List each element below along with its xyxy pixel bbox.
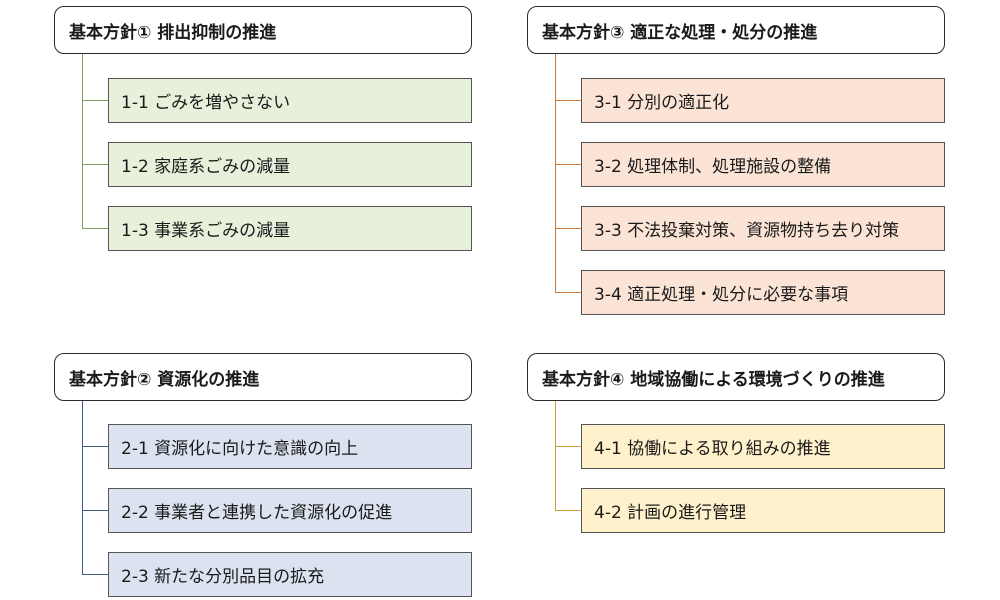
policy-2-item-2: 2-2 事業者と連携した資源化の促進 [108,488,472,533]
policy-3-item-1: 3-1 分別の適正化 [581,78,945,123]
connector-branch [82,228,108,229]
policy-3-item-4: 3-4 適正処理・処分に必要な事項 [581,270,945,315]
policy-4-item-2: 4-2 計画の進行管理 [581,488,945,533]
connector-branch [555,164,581,165]
policy-1-item-2: 1-2 家庭系ごみの減量 [108,142,472,187]
connector-branch [555,100,581,101]
policy-2-item-3: 2-3 新たな分別品目の拡充 [108,552,472,597]
connector-branch [82,446,108,447]
connector-vertical-policy-1 [82,54,83,228]
connector-vertical-policy-3 [555,54,556,292]
policy-2-item-1: 2-1 資源化に向けた意識の向上 [108,424,472,469]
policy-4-title: 基本方針④ 地域協働による環境づくりの推進 [527,353,945,401]
connector-branch [82,100,108,101]
policy-1-item-1: 1-1 ごみを増やさない [108,78,472,123]
policy-1-title: 基本方針① 排出抑制の推進 [54,6,472,54]
connector-branch [82,164,108,165]
connector-branch [82,574,108,575]
policy-2-title: 基本方針② 資源化の推進 [54,353,472,401]
connector-branch [555,228,581,229]
connector-branch [82,510,108,511]
connector-branch [555,510,581,511]
connector-vertical-policy-2 [82,401,83,574]
connector-branch [555,292,581,293]
policy-3-item-2: 3-2 処理体制、処理施設の整備 [581,142,945,187]
policy-3-item-3: 3-3 不法投棄対策、資源物持ち去り対策 [581,206,945,251]
connector-branch [555,446,581,447]
policy-4-item-1: 4-1 協働による取り組みの推進 [581,424,945,469]
policy-1-item-3: 1-3 事業系ごみの減量 [108,206,472,251]
policy-3-title: 基本方針③ 適正な処理・処分の推進 [527,6,945,54]
connector-vertical-policy-4 [555,401,556,510]
